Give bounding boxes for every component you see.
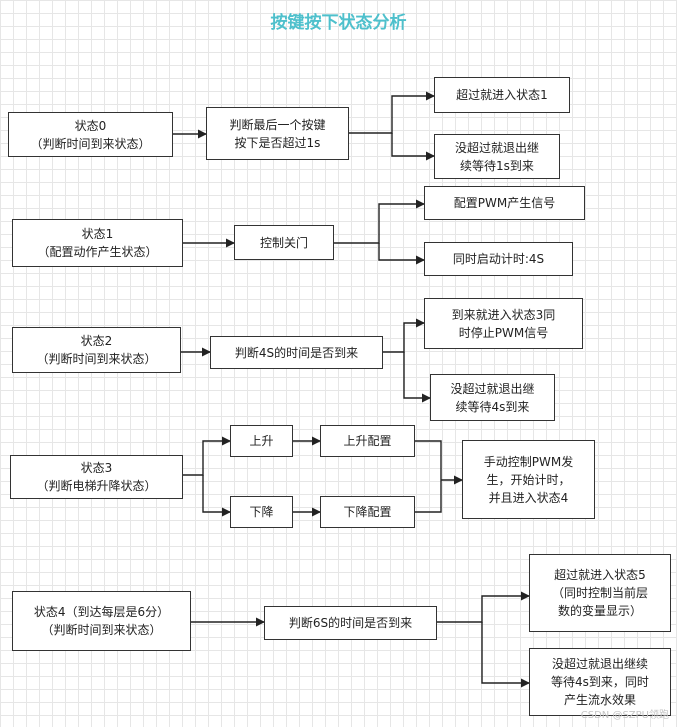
state-4-box: 状态4（到达每层是6分） （判断时间到来状态） (12, 591, 191, 651)
state-1-out2-box: 同时启动计时:4S (424, 242, 573, 276)
state-4-yes-box: 超过就进入状态5 （同时控制当前层 数的变量显示） (529, 554, 671, 632)
arrow-s0-no (391, 133, 435, 161)
arrow-s1-out2 (378, 243, 425, 265)
state-4-no-box: 没超过就退出继续 等待4s到来，同时 产生流水效果 (529, 648, 671, 716)
state-0-box: 状态0 （判断时间到来状态） (8, 112, 173, 157)
arrow-s3-branch (183, 436, 231, 476)
state-2-box: 状态2 （判断时间到来状态） (12, 327, 181, 373)
state-3-down-config-box: 下降配置 (320, 496, 415, 528)
state-1-box: 状态1 （配置动作产生状态） (12, 219, 183, 267)
state-2-no-box: 没超过就退出继 续等待4s到来 (430, 374, 555, 421)
arrow-s0-yes (349, 91, 435, 134)
state-2-yes-box: 到来就进入状态3同 时停止PWM信号 (424, 298, 583, 349)
state-1-out1-box: 配置PWM产生信号 (424, 186, 585, 220)
state-3-up-box: 上升 (230, 425, 293, 457)
state-3-up-config-box: 上升配置 (320, 425, 415, 457)
state-3-result-box: 手动控制PWM发 生，开始计时， 并且进入状态4 (462, 440, 595, 519)
arrow-s4-yes (437, 591, 530, 623)
state-0-no-box: 没超过就退出继 续等待1s到来 (434, 134, 560, 179)
state-4-check-box: 判断6S的时间是否到来 (264, 606, 437, 640)
arrow-s2-no (403, 352, 431, 403)
state-3-down-box: 下降 (230, 496, 293, 528)
state-2-check-box: 判断4S的时间是否到来 (210, 336, 383, 369)
state-0-yes-box: 超过就进入状态1 (434, 77, 570, 113)
arrow-s3-down (202, 475, 231, 517)
state-3-box: 状态3 （判断电梯升降状态） (10, 455, 183, 499)
state-1-action-box: 控制关门 (234, 225, 334, 260)
arrow-s4-no (481, 622, 530, 688)
arrow-s2-yes (383, 318, 425, 353)
diagram-title: 按键按下状态分析 (270, 13, 407, 33)
state-0-check-box: 判断最后一个按键 按下是否超过1s (206, 107, 349, 160)
arrow-s1-out1 (334, 199, 425, 244)
watermark: CSDN @SZPU领跑 (580, 710, 669, 721)
arrow-cfg-to-result (415, 440, 462, 513)
